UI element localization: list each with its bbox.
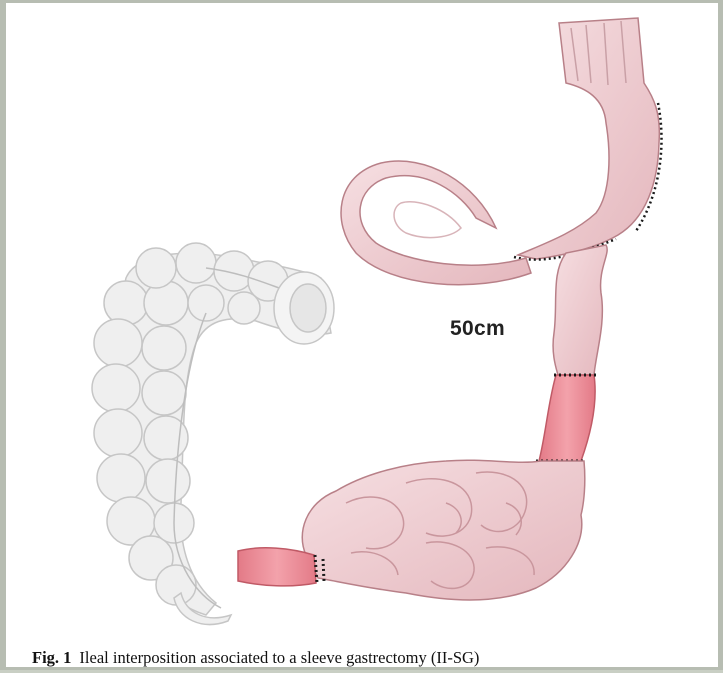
caption-label: Fig. 1 — [32, 648, 71, 667]
interposed-ileum-segment — [536, 375, 596, 461]
length-label: 50cm — [450, 317, 505, 341]
duodenal-loop — [341, 161, 531, 285]
caption-text: Ileal interposition associated to a slee… — [79, 648, 479, 667]
stomach-sleeve — [514, 18, 662, 260]
figure-caption: Fig. 1 Ileal interposition associated to … — [32, 648, 479, 668]
small-bowel — [302, 460, 585, 600]
jejunum — [553, 245, 607, 375]
surgical-illustration — [6, 3, 723, 673]
ileocolic-segment — [238, 548, 324, 586]
